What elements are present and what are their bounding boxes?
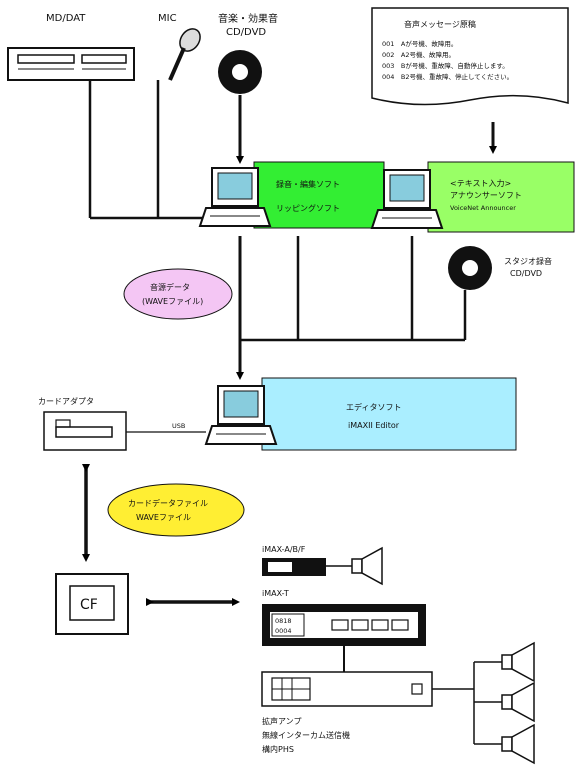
music-source-label-1: 音楽・効果音: [218, 12, 278, 25]
amp-label-2: 無線インターカム送信機: [262, 730, 350, 740]
pc-2-icon: [370, 169, 444, 229]
card-data-bubble: [107, 483, 245, 537]
imax-abf-label: iMAX-A/B/F: [262, 545, 306, 554]
music-cd-icon: [218, 50, 262, 94]
pc-1-icon: [198, 167, 272, 227]
source-data-label-1: 音源データ: [150, 282, 190, 292]
recording-software-label-1: 録音・編集ソフト: [276, 179, 340, 189]
cf-label: CF: [80, 597, 98, 613]
editor-software-label-2: iMAXII Editor: [348, 421, 400, 430]
editor-pc-icon: [204, 385, 278, 445]
usb-label: USB: [172, 422, 185, 430]
amp-label-3: 構内PHS: [262, 744, 294, 754]
mic-label: MIC: [158, 13, 177, 24]
microphone-icon: [168, 28, 201, 81]
horn-speaker-3-icon: [501, 681, 535, 723]
imax-t-panel-line-2: 0004: [275, 627, 292, 635]
script-document-icon: [371, 7, 569, 106]
amplifier-icon: [261, 671, 433, 707]
cf-card-icon: [55, 573, 129, 635]
script-line-3: 003 Bが号機、重故障、自動停止します。: [382, 61, 509, 70]
md-dat-deck-icon: [7, 47, 135, 81]
announcer-software-label-3: VoiceNet Announcer: [450, 204, 516, 212]
editor-software-box: [261, 377, 517, 451]
card-adapter-icon: [43, 411, 127, 451]
script-line-4: 004 B2号機、重故障、停止してください。: [382, 72, 513, 81]
horn-speaker-4-icon: [501, 723, 535, 765]
imax-t-panel-line-1: 0818: [275, 617, 292, 625]
md-dat-label: MD/DAT: [46, 13, 86, 24]
script-title: 音声メッセージ原稿: [404, 19, 476, 29]
announcer-software-label-2: アナウンサーソフト: [450, 191, 522, 200]
studio-source-label-2: CD/DVD: [510, 269, 542, 278]
recording-software-box: [253, 161, 385, 229]
script-line-1: 001 Aが号機、故障用。: [382, 39, 457, 48]
script-line-2: 002 A2号機、故障用。: [382, 50, 455, 59]
card-adapter-label: カードアダプタ: [38, 396, 94, 406]
imax-abf-device-icon: [262, 558, 352, 576]
horn-speaker-2-icon: [501, 641, 535, 683]
source-data-bubble: [123, 268, 233, 320]
announcer-software-label-1: <テキスト入力>: [450, 178, 511, 188]
card-data-label-1: カードデータファイル: [128, 498, 208, 508]
imax-t-label: iMAX-T: [262, 589, 289, 598]
source-data-label-2: (WAVEファイル): [142, 297, 203, 306]
editor-software-label-1: エディタソフト: [346, 402, 401, 412]
amp-label-1: 拡声アンプ: [262, 716, 301, 726]
recording-software-label-2: リッピングソフト: [276, 203, 340, 213]
music-source-label-2: CD/DVD: [226, 27, 266, 38]
announcer-software-box: [427, 161, 575, 233]
imax-t-device-icon: [262, 604, 426, 646]
studio-cd-icon: [448, 246, 492, 290]
studio-source-label-1: スタジオ録音: [504, 256, 552, 266]
horn-speaker-1-icon: [351, 546, 383, 586]
card-data-label-2: WAVEファイル: [136, 513, 191, 522]
